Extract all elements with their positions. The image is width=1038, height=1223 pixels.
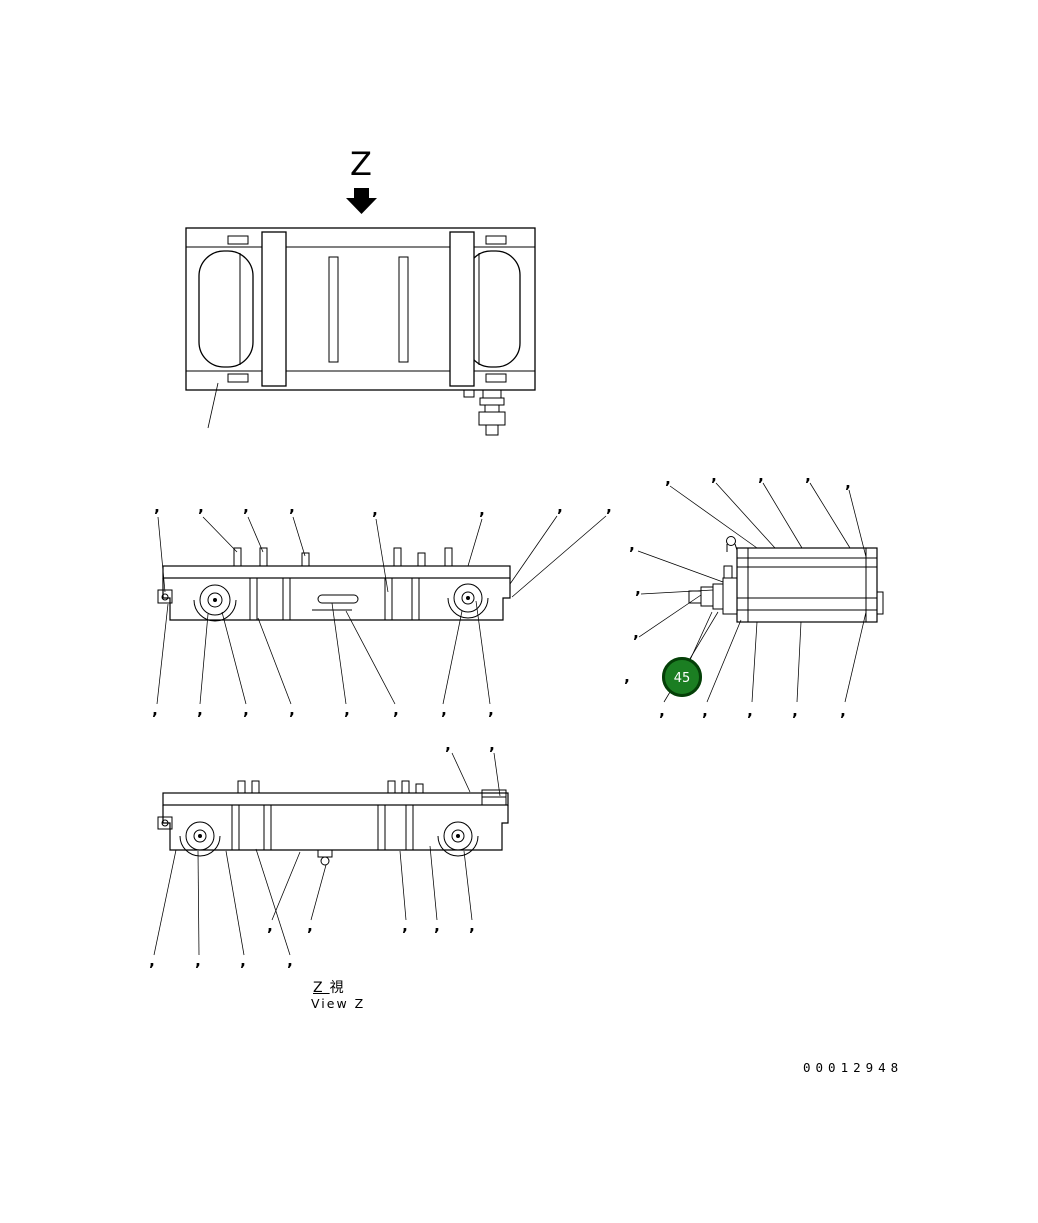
callout-mark: , (344, 701, 350, 719)
bottom-fitting (463, 389, 506, 436)
top-plan-view (185, 227, 536, 436)
callout-mark: , (702, 702, 708, 720)
callout-mark: , (154, 498, 160, 516)
callout-mark: , (479, 501, 485, 519)
callout-mark: , (149, 952, 155, 970)
view-direction-letter: Z (350, 145, 372, 183)
callout-mark: , (624, 668, 630, 686)
callout-mark: , (635, 580, 641, 598)
callout-mark: , (711, 467, 717, 485)
view-caption-en: View Z (311, 996, 366, 1011)
view-direction-indicator: Z (346, 145, 377, 214)
callout-mark: , (197, 701, 203, 719)
side-view-leaders (156, 515, 607, 705)
callout-mark: , (240, 952, 246, 970)
callout-mark: , (152, 701, 158, 719)
callout-mark: , (402, 917, 408, 935)
callout-mark: , (243, 498, 249, 516)
view-caption-cjk: 視 (329, 980, 351, 996)
callout-mark: , (445, 736, 451, 754)
balloon-circle[interactable] (662, 657, 702, 697)
callout-mark: , (606, 498, 612, 516)
callout-mark: , (629, 536, 635, 554)
callout-mark: , (434, 917, 440, 935)
callout-mark: , (747, 702, 753, 720)
part-balloon-45[interactable]: 45 (662, 657, 702, 697)
balloon-number: 45 (674, 671, 691, 686)
callout-mark: , (287, 952, 293, 970)
callout-mark: , (758, 467, 764, 485)
callout-mark: , (805, 467, 811, 485)
view-caption-jp: Z視 (313, 977, 351, 997)
callout-mark: , (195, 952, 201, 970)
callout-mark: , (659, 702, 665, 720)
drain-fitting (317, 849, 333, 866)
callout-mark: , (633, 624, 639, 642)
bottom-view-leaders (153, 752, 501, 956)
callout-mark: , (372, 501, 378, 519)
callout-mark: , (488, 701, 494, 719)
callout-mark: , (393, 701, 399, 719)
down-arrow-icon (346, 188, 377, 214)
drawing-number: 00012948 (803, 1060, 904, 1075)
callout-mark: , (289, 498, 295, 516)
callout-mark: , (243, 701, 249, 719)
end-coupler (688, 565, 738, 615)
callout-mark: , (469, 917, 475, 935)
callout-mark: , (792, 702, 798, 720)
callout-mark: , (198, 498, 204, 516)
lifting-eye (726, 536, 738, 552)
callout-mark: , (845, 474, 851, 492)
callout-mark: , (307, 917, 313, 935)
callout-mark: , (557, 498, 563, 516)
end-view: 45 (637, 482, 884, 703)
callout-mark: , (665, 470, 671, 488)
callout-mark: , (267, 917, 273, 935)
callout-mark: , (289, 701, 295, 719)
balloon-ring (662, 657, 702, 697)
bottom-view-z (153, 752, 509, 956)
view-caption-letter: Z (313, 980, 330, 996)
callout-mark: , (489, 736, 495, 754)
callout-mark: , (840, 702, 846, 720)
callout-mark: , (441, 701, 447, 719)
side-view (156, 515, 607, 705)
